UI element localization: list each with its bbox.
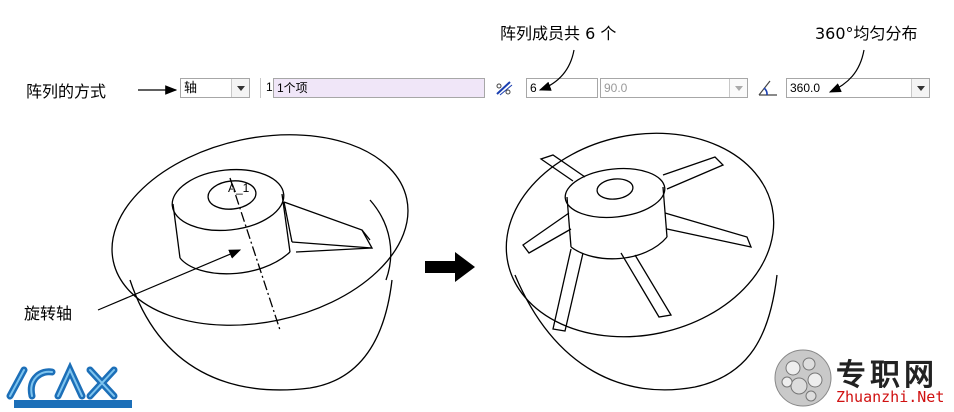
direction-reference-value: 1个项 bbox=[277, 81, 308, 95]
even-distribution-callout: 360°均匀分布 bbox=[815, 24, 918, 43]
chevron-down-icon[interactable] bbox=[911, 79, 929, 97]
icax-logo bbox=[2, 356, 142, 410]
distribution-leader bbox=[828, 49, 865, 93]
chevron-down-icon[interactable] bbox=[231, 79, 249, 97]
right-arrow-icon bbox=[425, 252, 475, 282]
pattern-count-icon[interactable] bbox=[494, 79, 514, 97]
member-count-leader bbox=[538, 49, 575, 91]
axis-label: A_1 bbox=[228, 181, 250, 195]
total-angle-value: 360.0 bbox=[790, 81, 821, 95]
rotation-axis-leader bbox=[97, 249, 242, 311]
toolbar-separator bbox=[260, 78, 261, 98]
member-count-value: 6 bbox=[530, 81, 537, 95]
total-angle-select[interactable]: 360.0 bbox=[786, 78, 930, 98]
zhuanzhi-globe-icon bbox=[774, 349, 832, 407]
member-count-callout: 阵列成员共 6 个 bbox=[500, 24, 617, 43]
rotation-axis-callout: 旋转轴 bbox=[24, 304, 73, 323]
model-after bbox=[505, 132, 778, 391]
direction-prefix: 1 bbox=[266, 80, 273, 94]
model-before: A_1 bbox=[111, 134, 409, 391]
zhuanzhi-title: 专职网 bbox=[836, 358, 938, 393]
angle-extent-icon[interactable] bbox=[756, 78, 780, 98]
pattern-type-select[interactable]: 轴 bbox=[180, 78, 250, 98]
pattern-dashboard: 轴 1 1个项 6 90.0 360.0 bbox=[176, 70, 952, 106]
pattern-type-value: 轴 bbox=[184, 80, 198, 95]
chevron-down-icon[interactable] bbox=[729, 79, 747, 97]
zhuanzhi-url: Zhuanzhi.Net bbox=[836, 388, 945, 406]
angle-increment-input[interactable]: 90.0 bbox=[600, 78, 748, 98]
pattern-method-callout: 阵列的方式 bbox=[26, 82, 107, 101]
direction-reference-field[interactable]: 1个项 bbox=[273, 78, 485, 98]
angle-increment-value: 90.0 bbox=[604, 81, 628, 95]
